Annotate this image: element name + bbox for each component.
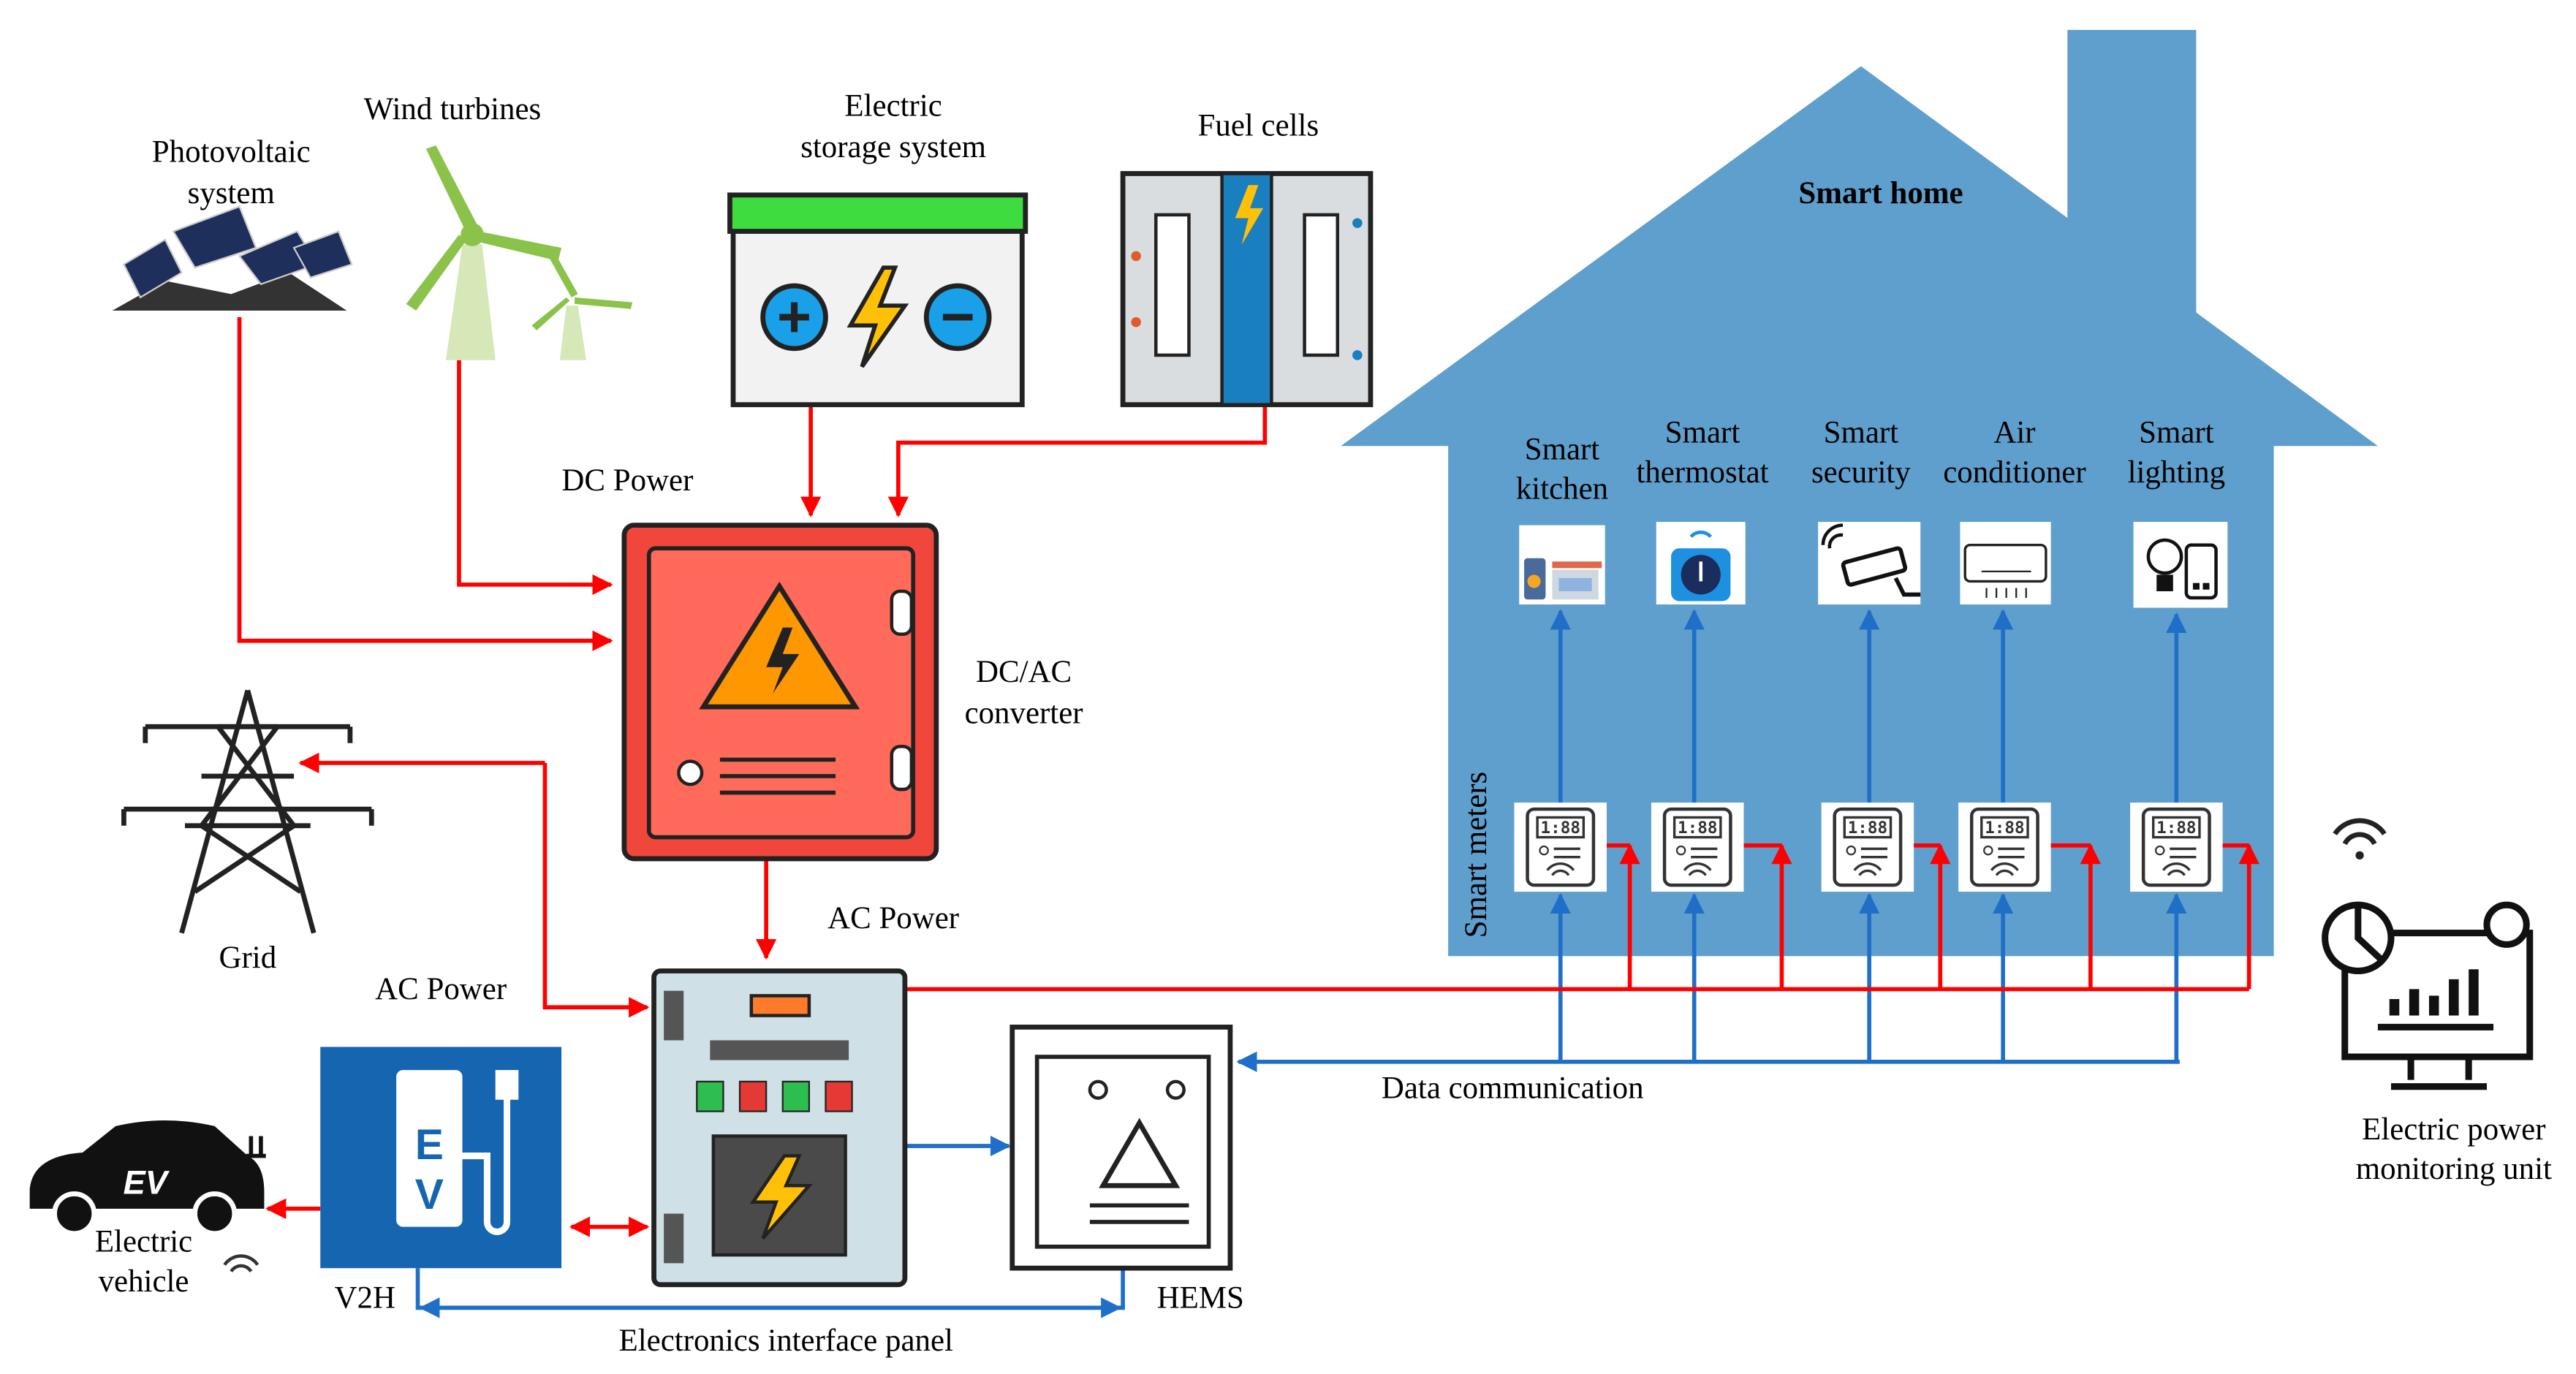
battery-icon [727, 192, 1028, 408]
appliance-thermostat: Smart thermostat [1636, 416, 1769, 605]
v2h-label: V2H [335, 1280, 395, 1315]
electronics-interface-panel: Electronics interface panel [619, 968, 953, 1358]
meter-display: 1:88 [1678, 819, 1717, 838]
meter-display: 1:88 [1541, 819, 1580, 838]
solar-panel-icon [112, 205, 353, 311]
grid: Grid [121, 689, 374, 975]
smart-meter-icon: 1:88 [2130, 802, 2223, 892]
storage-label: storage system [800, 130, 986, 164]
dc-ac-converter: DC/AC converter [621, 523, 1083, 862]
appliance-label: Smart [1824, 416, 1899, 450]
electric-power-monitoring-unit: Electric power monitoring unit [2322, 818, 2552, 1186]
hems: HEMS [1009, 1024, 1244, 1315]
ev-label: Electric [95, 1225, 192, 1259]
air-conditioner-icon [1960, 522, 2051, 605]
fuel-cell-icon [1120, 171, 1374, 408]
wind-label: Wind turbines [364, 92, 542, 126]
ev-badge: EV [124, 1164, 170, 1202]
appliance-label: thermostat [1636, 455, 1768, 490]
pv-label: Photovoltaic [152, 135, 311, 170]
appliance-label: kitchen [1516, 471, 1608, 506]
converter-label: DC/AC [976, 655, 1072, 689]
wind-turbines: Wind turbines [364, 92, 633, 360]
appliance-lighting: Smart lighting [2128, 416, 2228, 608]
ev-label: vehicle [99, 1264, 189, 1299]
grid-label: Grid [219, 941, 277, 975]
appliance-kitchen: Smart kitchen [1516, 432, 1608, 605]
appliance-label: Smart [2139, 416, 2214, 450]
v2h-charger: E V V2H [320, 1047, 562, 1315]
appliance-label: conditioner [1943, 455, 2086, 490]
fuel-cells: Fuel cells [1120, 109, 1374, 408]
electric-storage-system: Electric storage system [727, 88, 1028, 408]
wind-turbine-icon [406, 145, 633, 360]
monitor-label: Electric power [2362, 1112, 2545, 1147]
converter-label: converter [965, 697, 1083, 731]
ac-power-label-left: AC Power [375, 972, 507, 1006]
smart-meters-label: Smart meters [1459, 772, 1493, 938]
hems-label: HEMS [1157, 1280, 1244, 1315]
photovoltaic-system: Photovoltaic system [112, 135, 353, 311]
appliance-label: Smart [1665, 416, 1740, 450]
security-camera-icon [1818, 522, 1921, 605]
smart-meter-icon: 1:88 [1958, 802, 2051, 892]
monitor-analytics-icon [2322, 901, 2534, 1090]
dc-power-label: DC Power [561, 463, 693, 498]
v2h-badge: V [415, 1171, 444, 1218]
fuel-label: Fuel cells [1198, 109, 1319, 143]
appliance-label: lighting [2128, 455, 2226, 490]
wifi-icon [223, 1254, 260, 1273]
appliance-label: Air [1993, 416, 2035, 450]
data-communication-label: Data communication [1382, 1071, 1644, 1105]
meter-display: 1:88 [1848, 819, 1887, 838]
smart-meter-icon: 1:88 [1651, 802, 1744, 892]
appliance-label: Smart [1525, 432, 1600, 466]
meter-display: 1:88 [1985, 819, 2024, 838]
panel-label: Electronics interface panel [619, 1324, 953, 1358]
ac-power-label-top: AC Power [827, 901, 959, 935]
smart-bulb-icon [2133, 522, 2228, 608]
monitor-label: monitoring unit [2356, 1152, 2552, 1186]
wifi-icon [2333, 818, 2387, 846]
storage-label: Electric [844, 88, 942, 123]
smart-meters: 1:88 1:88 1:88 1:88 1:88 [1514, 802, 2223, 892]
appliance-label: security [1811, 455, 1911, 490]
transmission-tower-icon [121, 689, 374, 934]
electric-vehicle: EV Electric vehicle [29, 1120, 266, 1299]
smart-meter-icon: 1:88 [1821, 802, 1914, 892]
v2h-badge: E [415, 1121, 444, 1169]
thermostat-icon [1656, 522, 1746, 605]
smart-meter-icon: 1:88 [1514, 802, 1607, 892]
house-title: Smart home [1798, 176, 1963, 210]
pv-label: system [188, 176, 275, 210]
appliance-security: Smart security [1811, 416, 1921, 605]
appliance-air-conditioner: Air conditioner [1943, 416, 2086, 605]
kitchen-icon [1519, 525, 1605, 605]
meter-display: 1:88 [2156, 819, 2196, 838]
power-lines [237, 316, 2259, 1237]
data-communication-lines [415, 609, 2187, 1318]
ev-car-icon: EV [29, 1120, 266, 1237]
